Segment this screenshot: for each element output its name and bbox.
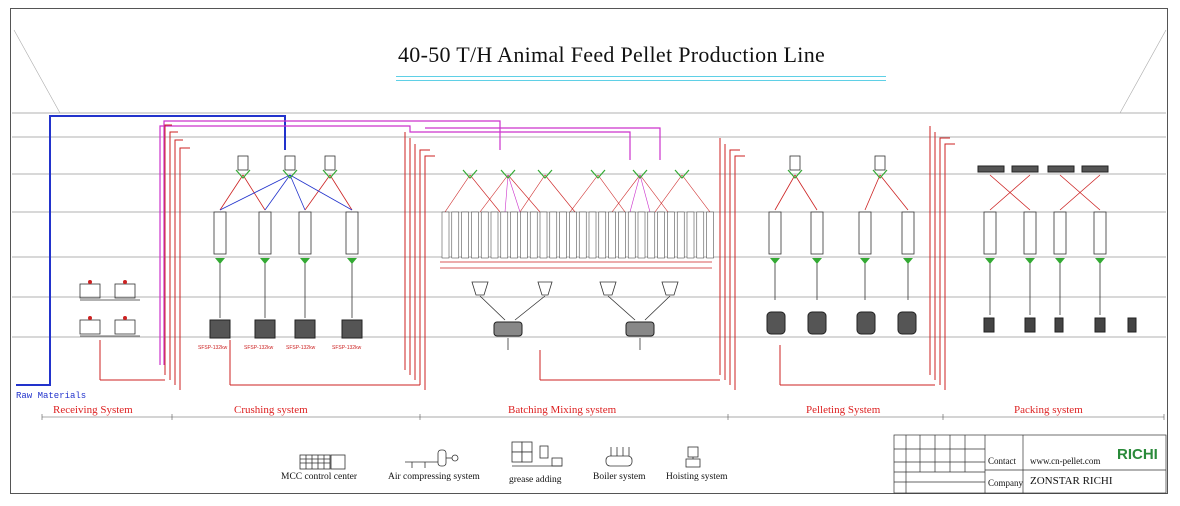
batching-bin: [490, 211, 499, 259]
mixers: [493, 321, 655, 337]
batching-bin: [569, 211, 577, 259]
drawing-frame: [10, 8, 1168, 494]
batching-bin: [461, 211, 469, 259]
air-compressor-icon: [405, 449, 459, 468]
legend-boiler-label: Boiler system: [593, 472, 646, 482]
pellet-mills: [766, 311, 917, 335]
batching-bin: [471, 211, 479, 259]
title-underline: [396, 76, 886, 77]
mcc-control-center-icon: [299, 454, 346, 470]
title-block: [893, 434, 1167, 494]
packing-bins: [983, 211, 1107, 255]
batching-bin: [578, 211, 587, 259]
packing-machines: [983, 317, 1137, 333]
pelleting-fan: [774, 174, 909, 211]
crushing-system-label: Crushing system: [234, 404, 308, 416]
batching-bin: [618, 211, 626, 259]
pelleting-bins: [768, 155, 915, 255]
batching-bin: [559, 211, 567, 259]
receiving-markers: [88, 280, 127, 320]
contact-value: www.cn-pellet.com: [1030, 456, 1101, 466]
batching-bin: [647, 211, 656, 259]
batching-bin: [706, 211, 714, 259]
batching-bins: [441, 211, 714, 259]
legend-mcc-label: MCC control center: [281, 472, 357, 482]
svg-text:SFSP-132kw: SFSP-132kw: [286, 345, 316, 351]
legend-air-label: Air compressing system: [388, 472, 480, 482]
company-label: Company: [988, 478, 1023, 488]
section-dividers: [41, 414, 1165, 420]
batching-bin: [539, 211, 548, 259]
batching-bin: [686, 211, 695, 259]
batching-bin: [451, 211, 460, 259]
batching-bin: [549, 211, 558, 259]
receiving-pits: [79, 283, 140, 337]
batching-bin: [500, 211, 509, 259]
packing-cross-lines: [989, 174, 1101, 211]
hammer-mills: [209, 319, 363, 339]
batching-bin: [637, 211, 646, 259]
legend-hoisting-label: Hoisting system: [666, 472, 728, 482]
title-underline-2: [396, 80, 886, 81]
batching-bin: [598, 211, 607, 259]
batching-bin: [588, 211, 597, 259]
floor-lines: [12, 112, 1166, 338]
batching-scales: [471, 281, 679, 296]
batching-bin: [627, 211, 636, 259]
magenta-lines: [159, 120, 661, 365]
richi-logo: RICHI: [1117, 446, 1158, 463]
crushing-bins: [213, 155, 359, 255]
svg-text:SFSP-132kw: SFSP-132kw: [198, 345, 228, 351]
contact-label: Contact: [988, 456, 1016, 466]
red-elevator-lines: [99, 124, 955, 390]
batching-fan: [444, 174, 711, 213]
company-value: ZONSTAR RICHI: [1030, 475, 1113, 487]
batching-bin: [520, 211, 528, 259]
crushing-fan: [219, 174, 353, 211]
batching-mixing-system-label: Batching Mixing system: [508, 404, 617, 416]
batching-bin: [441, 211, 450, 259]
batching-bin: [676, 211, 685, 259]
raw-materials-label: Raw Materials: [16, 391, 87, 401]
receiving-system-label: Receiving System: [53, 404, 133, 416]
legend-grease-label: grease adding: [509, 475, 562, 485]
diagram-title: 40-50 T/H Animal Feed Pellet Production …: [398, 42, 826, 67]
batching-bin: [608, 211, 616, 259]
batching-bin: [657, 211, 665, 259]
pelleting-system-label: Pelleting System: [806, 404, 881, 416]
batching-bin: [510, 211, 518, 259]
batching-bin: [480, 211, 489, 259]
boiler-icon: [605, 447, 633, 467]
svg-text:SFSP-132kw: SFSP-132kw: [244, 345, 274, 351]
batching-bin: [667, 211, 675, 259]
raw-materials-conveyor: [16, 115, 286, 386]
batching-bin: [529, 211, 538, 259]
batching-bin: [696, 211, 705, 259]
svg-text:SFSP-132kw: SFSP-132kw: [332, 345, 362, 351]
packing-system-label: Packing system: [1014, 404, 1083, 416]
hoisting-icon: [685, 446, 701, 468]
grease-adding-icon: [511, 441, 563, 467]
packing-top-conveyors: [977, 165, 1109, 173]
